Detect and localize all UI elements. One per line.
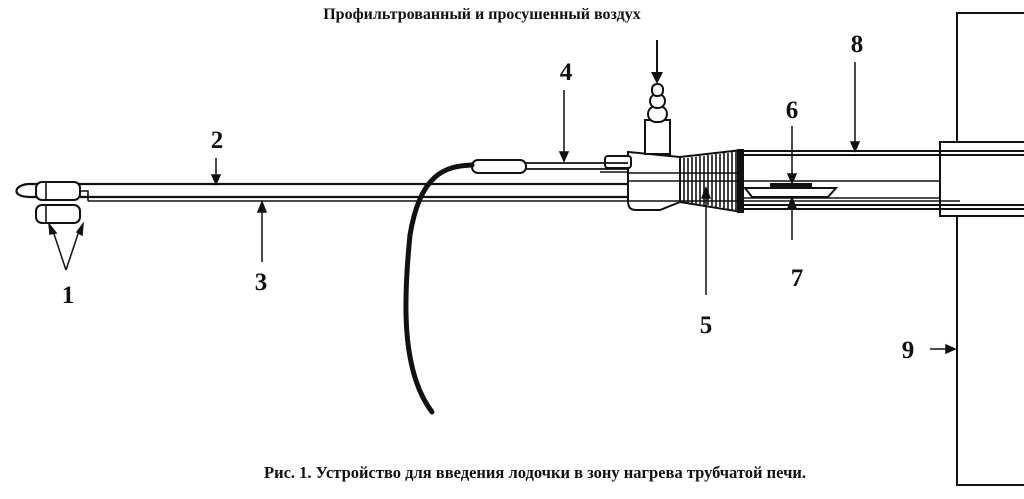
label-1: 1 [62, 282, 75, 309]
label-9: 9 [902, 337, 915, 364]
label-4: 4 [560, 59, 573, 86]
air-supply-label: Профильтрованный и просушенный воздух [323, 6, 641, 23]
label-2: 2 [211, 127, 224, 154]
label-8: 8 [851, 31, 864, 58]
label-6: 6 [786, 97, 799, 124]
label-3: 3 [255, 269, 268, 296]
figure-caption: Рис. 1. Устройство для введения лодочки … [264, 463, 806, 482]
label-5: 5 [700, 312, 713, 339]
inner-tube [403, 159, 629, 415]
label-7: 7 [791, 265, 804, 292]
rod-tip [15, 181, 89, 224]
label-arrows [47, 62, 957, 355]
sample-boat [742, 183, 839, 198]
tube-furnace [939, 12, 1024, 486]
